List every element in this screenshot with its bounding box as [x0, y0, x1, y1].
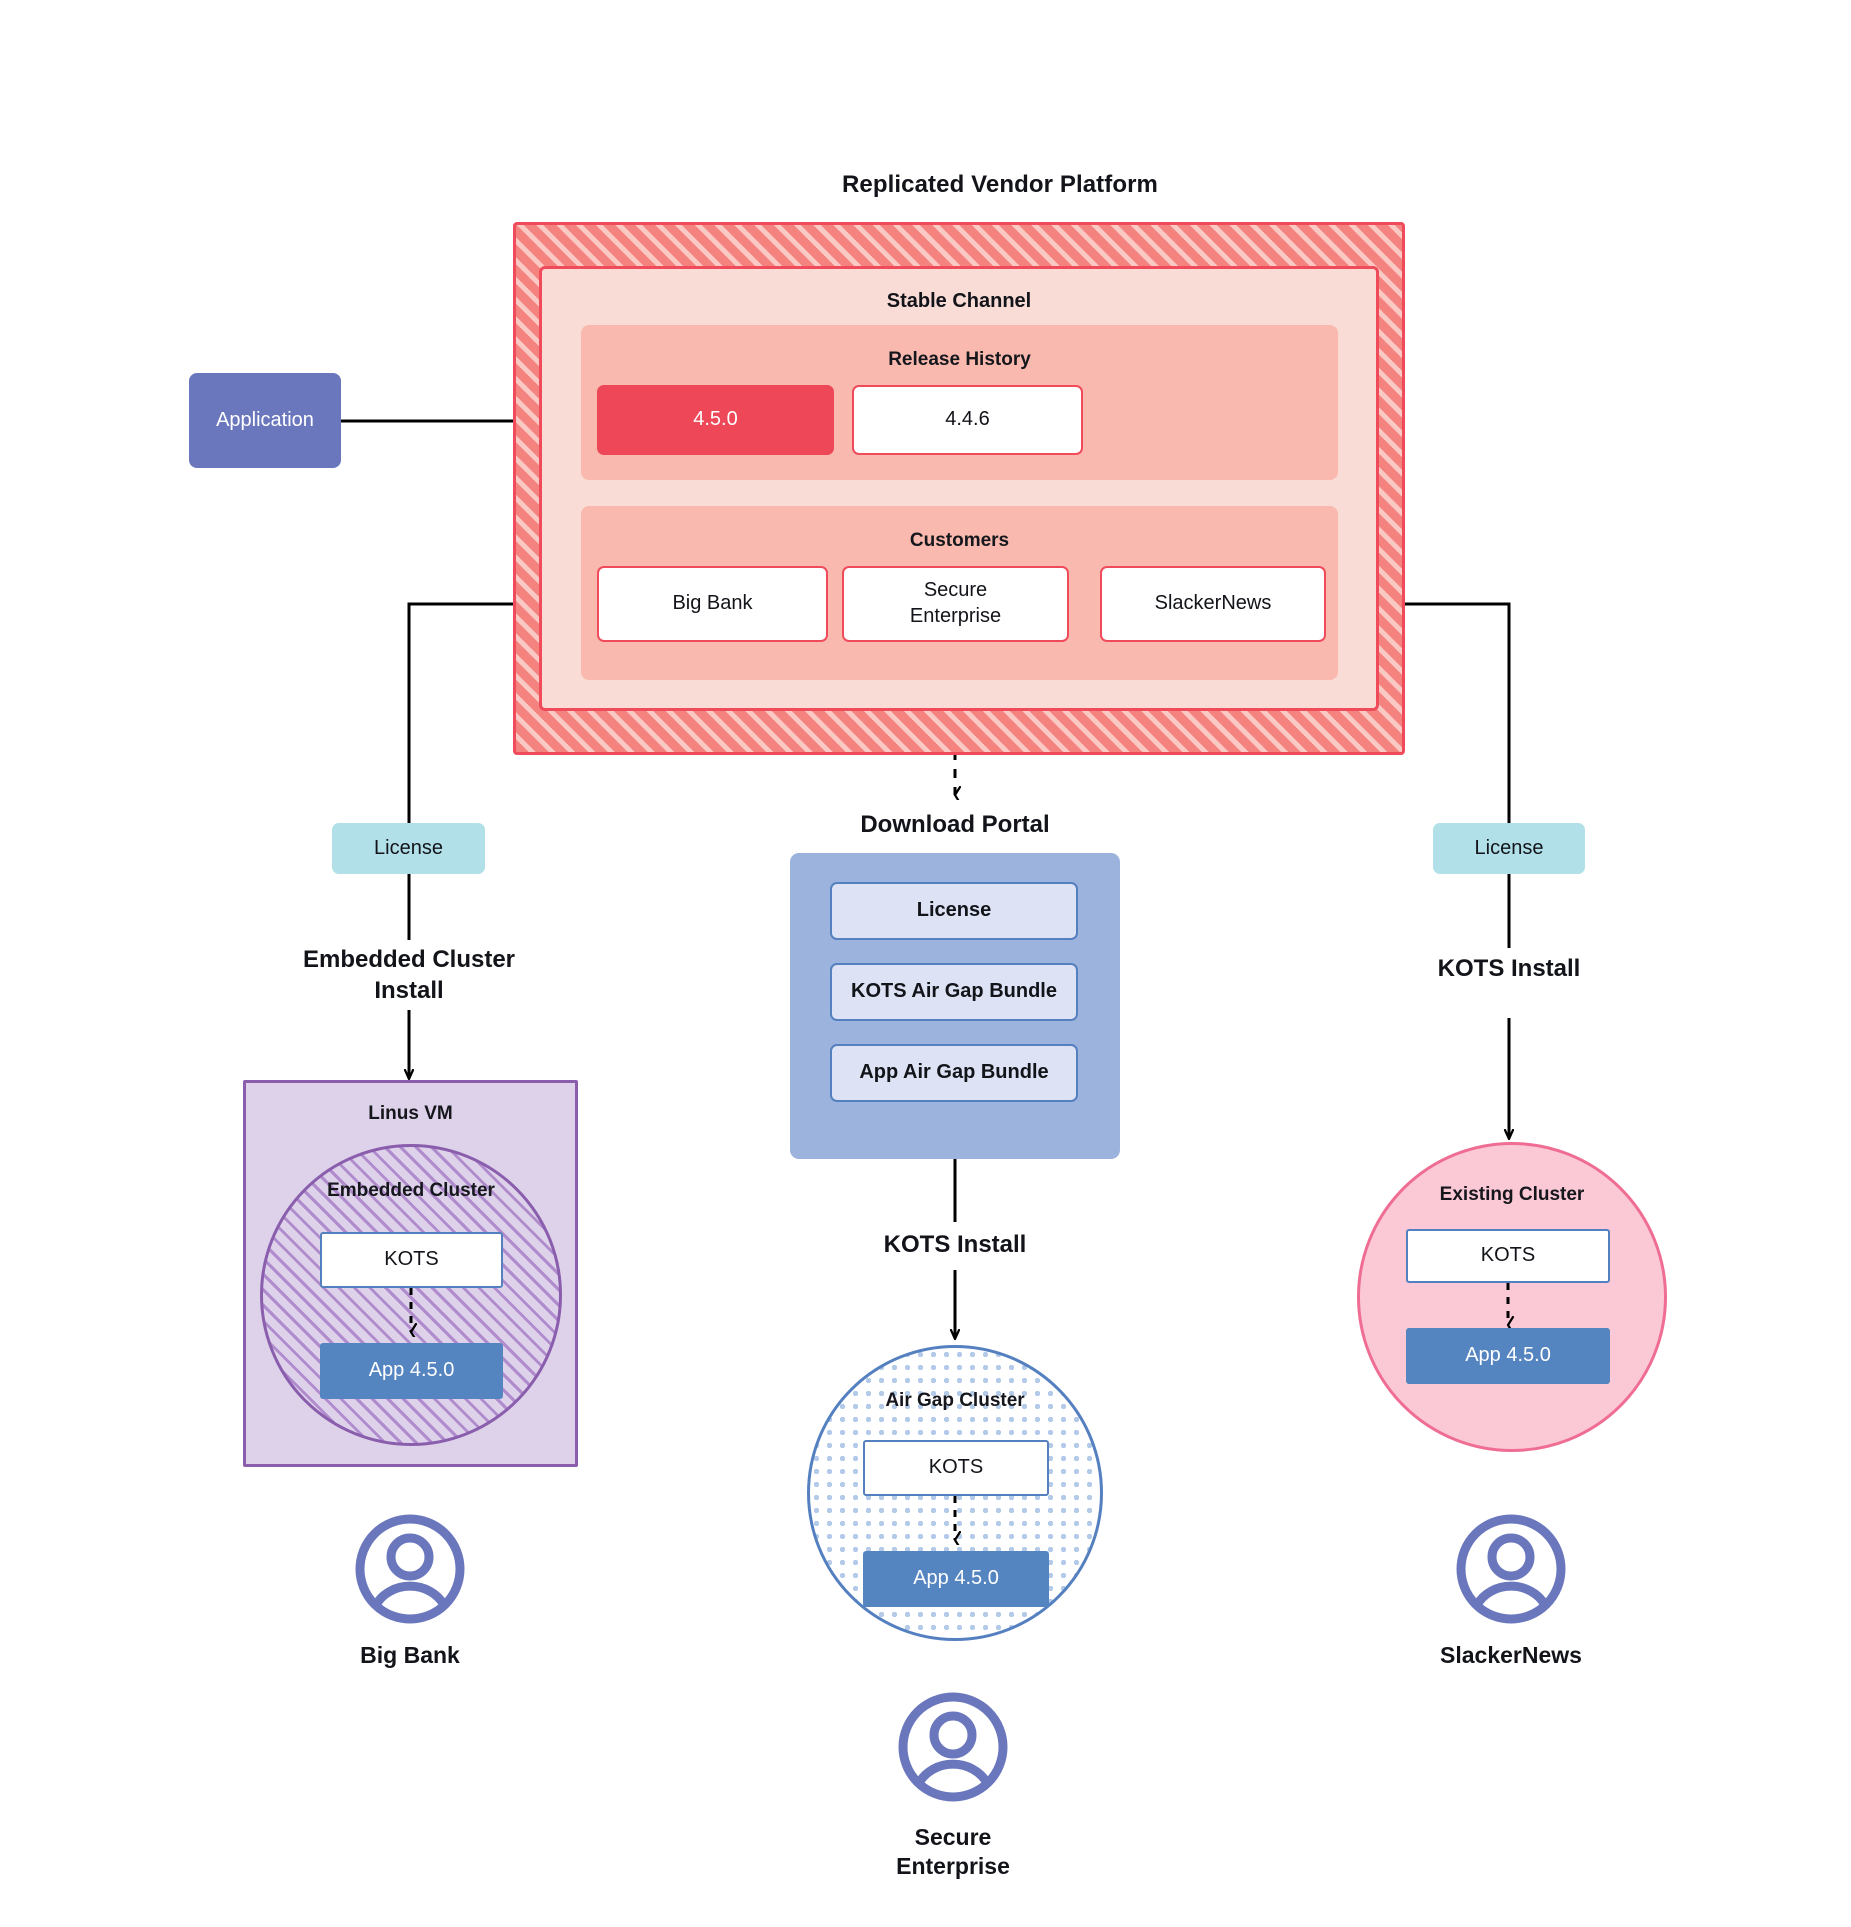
airgap-app-version-box[interactable]: App 4.5.0 — [863, 1551, 1049, 1607]
download-portal-title: Download Portal — [860, 810, 1050, 838]
kots-install-label-center: KOTS Install — [883, 1230, 1027, 1258]
air-gap-cluster-label: Air Gap Cluster — [885, 1390, 1025, 1411]
release-history-label: Release History — [888, 349, 1031, 370]
portal-item-kots-airgap-bundle[interactable]: KOTS Air Gap Bundle — [830, 963, 1078, 1021]
release-chip-previous[interactable]: 4.4.6 — [852, 385, 1083, 455]
persona-icon-slackernews — [1456, 1514, 1566, 1624]
license-chip-left[interactable]: License — [332, 823, 485, 874]
customer-chip-big-bank[interactable]: Big Bank — [597, 566, 828, 642]
persona-label-slackernews: SlackerNews — [1440, 1642, 1582, 1669]
portal-item-app-airgap-bundle[interactable]: App Air Gap Bundle — [830, 1044, 1078, 1102]
airgap-kots-box[interactable]: KOTS — [863, 1440, 1049, 1496]
customers-label: Customers — [909, 530, 1010, 551]
persona-icon-secure-enterprise — [898, 1692, 1008, 1802]
customer-chip-slackernews[interactable]: SlackerNews — [1100, 566, 1326, 642]
existing-cluster-circle — [1357, 1142, 1667, 1452]
license-chip-right[interactable]: License — [1433, 823, 1585, 874]
stable-channel-label: Stable Channel — [886, 290, 1032, 313]
embedded-app-version-box[interactable]: App 4.5.0 — [320, 1343, 503, 1399]
existing-app-version-box[interactable]: App 4.5.0 — [1406, 1328, 1610, 1384]
connector-embedded-kots-to-app — [409, 1288, 435, 1342]
application-node[interactable]: Application — [189, 373, 341, 468]
persona-label-big-bank: Big Bank — [360, 1642, 460, 1669]
page-title: Replicated Vendor Platform — [841, 170, 1158, 198]
portal-item-license[interactable]: License — [830, 882, 1078, 940]
kots-install-label-right: KOTS Install — [1437, 954, 1581, 982]
linus-vm-label: Linus VM — [368, 1103, 453, 1124]
connector-airgap-kots-to-app — [953, 1496, 979, 1550]
embedded-cluster-install-label: Embedded Cluster Install — [302, 946, 516, 1004]
existing-cluster-label: Existing Cluster — [1439, 1184, 1585, 1205]
existing-kots-box[interactable]: KOTS — [1406, 1229, 1610, 1283]
persona-label-secure-enterprise: Secure Enterprise — [896, 1823, 1010, 1879]
embedded-cluster-label: Embedded Cluster — [327, 1180, 495, 1201]
persona-icon-big-bank — [355, 1514, 465, 1624]
connector-existing-kots-to-app — [1506, 1283, 1532, 1335]
embedded-kots-box[interactable]: KOTS — [320, 1232, 503, 1288]
release-chip-current[interactable]: 4.5.0 — [597, 385, 834, 455]
customer-chip-secure-enterprise[interactable]: Secure Enterprise — [842, 566, 1069, 642]
